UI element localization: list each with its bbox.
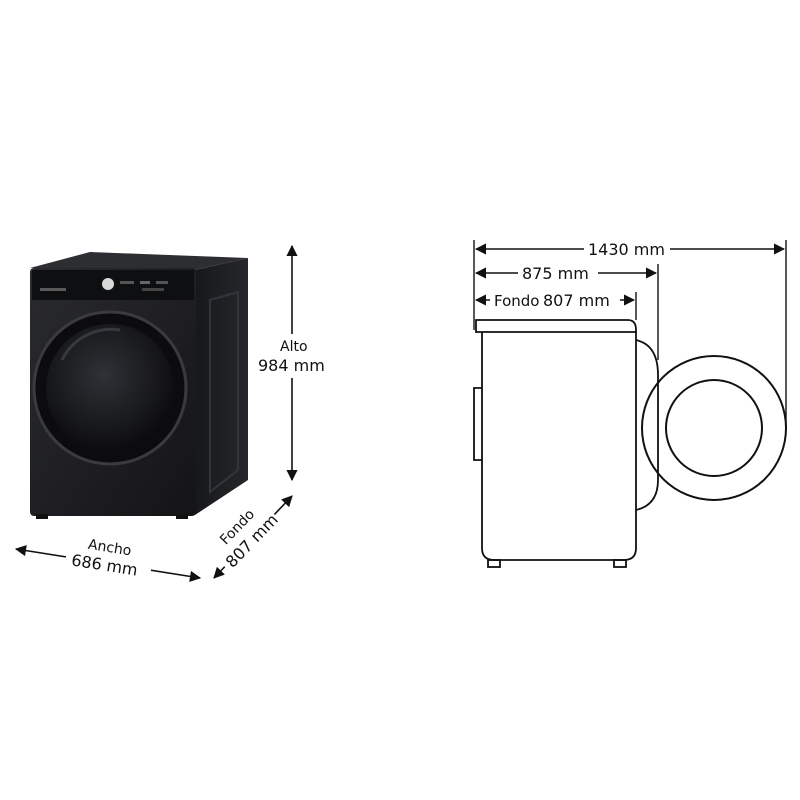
washer-foot-right bbox=[176, 514, 188, 519]
washer-foot-left bbox=[36, 514, 48, 519]
side-panel-recess bbox=[209, 290, 239, 495]
washer-top bbox=[30, 252, 248, 270]
washer-side-illustration bbox=[473, 319, 787, 568]
depth-label-side: Fondo bbox=[494, 292, 539, 310]
depth-value-side: 807 mm bbox=[543, 291, 610, 310]
brand-logo bbox=[40, 288, 66, 291]
door-reflection bbox=[60, 327, 121, 361]
open-door-inner bbox=[665, 379, 763, 477]
side-top bbox=[475, 319, 637, 333]
side-front-bezel bbox=[635, 339, 659, 511]
total-depth-value: 1430 mm bbox=[588, 240, 665, 259]
depth-with-door-dimension: 875 mm bbox=[474, 262, 658, 284]
side-extension-lines bbox=[473, 240, 787, 428]
washer-side-panel bbox=[195, 258, 248, 515]
washer-front-illustration bbox=[30, 252, 248, 519]
side-body bbox=[481, 332, 637, 561]
width-label: Ancho bbox=[87, 537, 133, 560]
height-value: 984 mm bbox=[258, 356, 325, 375]
total-depth-dimension: 1430 mm bbox=[474, 238, 786, 260]
depth-dimension-front: Fondo 807 mm bbox=[203, 493, 293, 579]
dial-knob-icon bbox=[102, 278, 114, 290]
washer-door-glass bbox=[46, 324, 174, 452]
height-dimension: Alto 984 mm bbox=[258, 244, 326, 482]
depth-with-door-value: 875 mm bbox=[522, 264, 589, 283]
side-foot-front bbox=[613, 559, 627, 568]
side-rear-panel bbox=[473, 387, 482, 461]
open-door-outer bbox=[641, 355, 787, 501]
width-dimension: Ancho 686 mm bbox=[14, 529, 202, 583]
control-display-icon bbox=[120, 281, 168, 291]
depth-dimension-side: Fondo 807 mm bbox=[474, 289, 636, 311]
side-foot-rear bbox=[487, 559, 501, 568]
height-label: Alto bbox=[280, 339, 308, 355]
